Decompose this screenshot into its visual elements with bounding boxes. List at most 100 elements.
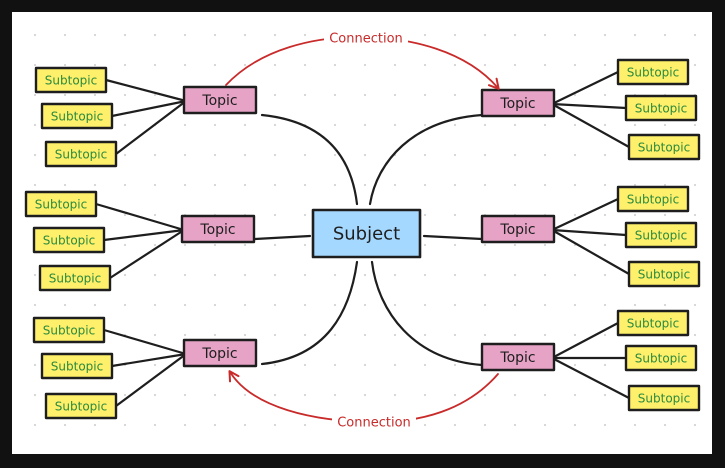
subtopic-node-shape <box>627 384 701 412</box>
subtopic-node[interactable]: Subtopic <box>624 94 698 122</box>
subtopic-node[interactable]: Subtopic <box>616 309 690 337</box>
subtopic-node-label: Subtopic <box>51 110 103 124</box>
topic-node-label: Topic <box>199 222 235 238</box>
subtopic-node-shape <box>32 316 106 344</box>
subtopic-node[interactable]: Subtopic <box>627 384 701 412</box>
subtopic-node-label: Subtopic <box>627 66 679 80</box>
topic-subtopic-branch <box>550 102 631 149</box>
subtopic-node[interactable]: Subtopic <box>624 344 698 372</box>
subtopic-node-shape <box>616 185 690 213</box>
subtopic-node-shape <box>624 94 698 122</box>
topic-node[interactable]: Topic <box>480 342 556 372</box>
connection-arrow[interactable]: Connection <box>228 370 499 431</box>
topic-subtopic-branch <box>102 328 188 356</box>
subtopic-node[interactable]: Subtopic <box>34 66 108 94</box>
subtopic-node-label: Subtopic <box>635 352 687 366</box>
connection-arrow[interactable]: Connection <box>225 29 500 90</box>
connection-label-bg <box>324 29 408 47</box>
topic-node[interactable]: Topic <box>182 85 258 115</box>
connection-label: Connection <box>337 416 411 431</box>
subtopic-node[interactable]: Subtopic <box>624 221 698 249</box>
topic-subtopic-branch <box>550 356 631 400</box>
topic-node-label: Topic <box>499 96 535 112</box>
connection-label-bg <box>332 413 416 431</box>
topic-node-shape <box>480 88 556 118</box>
subtopic-node[interactable]: Subtopic <box>44 140 118 168</box>
subtopic-node-label: Subtopic <box>51 360 103 374</box>
subtopic-node-label: Subtopic <box>55 148 107 162</box>
subtopic-node-label: Subtopic <box>627 317 679 331</box>
subtopic-node[interactable]: Subtopic <box>616 185 690 213</box>
subtopic-node-shape <box>38 264 112 292</box>
subtopic-node-shape <box>34 66 108 94</box>
subtopic-node[interactable]: Subtopic <box>627 133 701 161</box>
subtopic-node-label: Subtopic <box>43 234 95 248</box>
subtopic-node[interactable]: Subtopic <box>616 58 690 86</box>
topic-subtopic-branch <box>550 228 631 276</box>
subtopic-node-label: Subtopic <box>55 400 107 414</box>
subject-topic-branch <box>260 113 359 206</box>
topic-subtopic-branch <box>104 78 188 103</box>
topic-node-shape <box>480 342 556 372</box>
subtopic-node[interactable]: Subtopic <box>40 352 114 380</box>
subtopic-node-shape <box>624 344 698 372</box>
topic-subtopic-branch <box>94 202 186 232</box>
subtopic-node-shape <box>44 140 118 168</box>
subtopic-node-shape <box>624 221 698 249</box>
subtopic-node[interactable]: Subtopic <box>32 226 106 254</box>
connection-label: Connection <box>329 32 403 47</box>
subtopic-node-shape <box>616 58 690 86</box>
subtopic-node-label: Subtopic <box>43 324 95 338</box>
subtopic-node-shape <box>24 190 98 218</box>
topic-node[interactable]: Topic <box>180 214 256 244</box>
topic-subtopic-branch <box>550 321 620 360</box>
subject-node-label: Subject <box>333 224 400 245</box>
subtopic-node[interactable]: Subtopic <box>44 392 118 420</box>
topic-subtopic-branch <box>550 228 628 237</box>
subtopic-node-label: Subtopic <box>49 272 101 286</box>
topic-subtopic-branch <box>110 352 188 368</box>
subject-topic-branch <box>422 234 484 241</box>
topic-subtopic-branch <box>550 102 628 110</box>
topic-subtopic-branch <box>550 197 620 232</box>
subtopic-node[interactable]: Subtopic <box>38 264 112 292</box>
subject-topic-branch <box>370 260 484 367</box>
topic-node-label: Topic <box>499 350 535 366</box>
subtopic-node-shape <box>44 392 118 420</box>
subject-topic-branch <box>253 234 312 241</box>
subtopic-node-shape <box>616 309 690 337</box>
subtopic-node-shape <box>627 260 701 288</box>
subtopic-node-label: Subtopic <box>635 102 687 116</box>
mind-map-diagram: SubjectSubtopicSubtopicSubtopicTopicSubt… <box>24 29 701 431</box>
topic-node-shape <box>182 338 258 368</box>
subtopic-node-label: Subtopic <box>35 198 87 212</box>
topic-node-shape <box>182 85 258 115</box>
topic-node-shape <box>180 214 256 244</box>
topic-node-label: Topic <box>201 93 237 109</box>
topic-node[interactable]: Topic <box>182 338 258 368</box>
subtopic-node[interactable]: Subtopic <box>627 260 701 288</box>
subject-topic-branch <box>368 113 484 206</box>
topic-node[interactable]: Topic <box>480 88 556 118</box>
subtopic-node-label: Subtopic <box>638 268 690 282</box>
topic-node-shape <box>480 214 556 244</box>
subtopic-node-label: Subtopic <box>627 193 679 207</box>
topic-subtopic-branch <box>110 99 188 118</box>
topic-subtopic-branch <box>114 99 188 156</box>
topic-subtopic-branch <box>114 352 188 408</box>
subject-node-shape <box>311 208 422 259</box>
topic-subtopic-branch <box>108 228 186 280</box>
subtopic-node[interactable]: Subtopic <box>32 316 106 344</box>
topic-node-label: Topic <box>201 346 237 362</box>
subtopic-node-label: Subtopic <box>638 392 690 406</box>
subtopic-node[interactable]: Subtopic <box>40 102 114 130</box>
subject-node[interactable]: Subject <box>311 208 422 259</box>
topic-node[interactable]: Topic <box>480 214 556 244</box>
topic-subtopic-branch <box>102 228 186 242</box>
subtopic-node-shape <box>32 226 106 254</box>
subtopic-node-shape <box>40 352 114 380</box>
subtopic-node[interactable]: Subtopic <box>24 190 98 218</box>
subtopic-node-label: Subtopic <box>635 229 687 243</box>
subtopic-node-shape <box>627 133 701 161</box>
